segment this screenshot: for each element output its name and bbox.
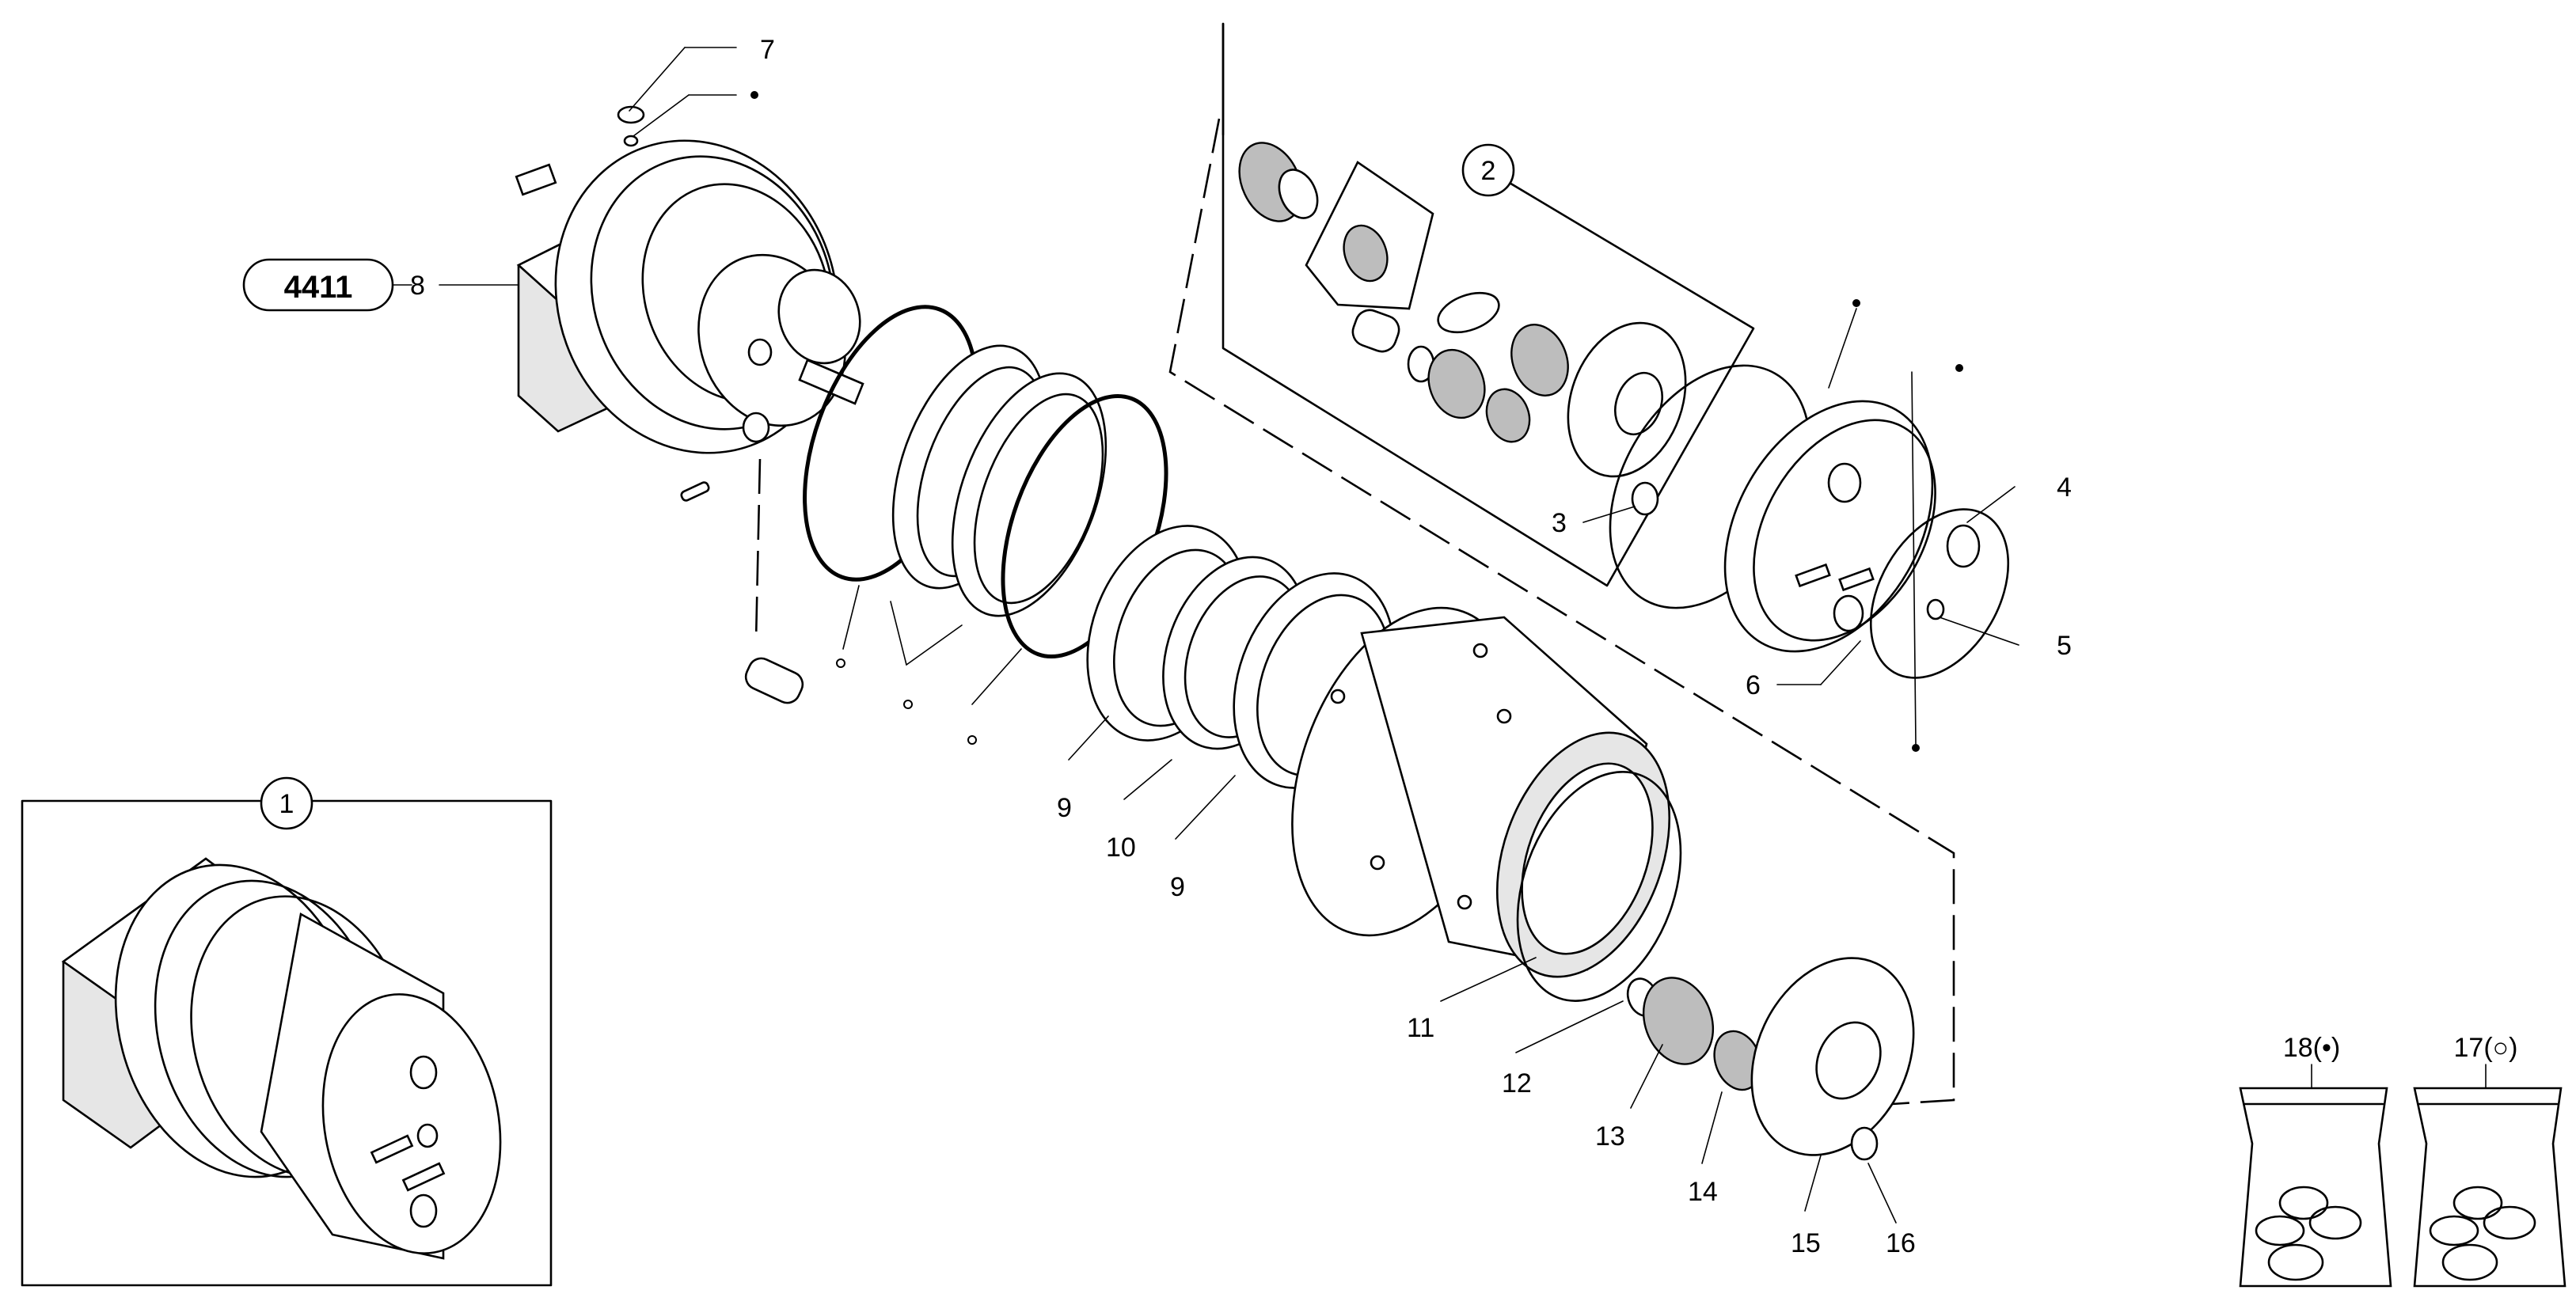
assembly-bubble-1-label: 1 (279, 789, 294, 819)
callout-16[interactable]: 16 (1886, 1228, 1916, 1258)
assembly-bubble-1[interactable] (260, 776, 313, 830)
callout-6[interactable]: 6 (1746, 670, 1761, 700)
hydraulic-motor-housing (515, 105, 864, 454)
pin-axis-line (754, 458, 762, 642)
callout-4[interactable]: 4 (2057, 472, 2072, 503)
group-outline-dashed (1168, 118, 1955, 1106)
reference-box[interactable] (242, 258, 394, 312)
callout-12[interactable]: 12 (1502, 1068, 1532, 1098)
roll-pin (680, 481, 710, 502)
dowel-pin (744, 657, 804, 704)
callout-7[interactable]: 7 (760, 35, 775, 65)
kit-bag-17 (2413, 1064, 2567, 1288)
o-ring-outer (1869, 508, 2010, 679)
end-cover (1609, 364, 2010, 679)
callout-8[interactable]: 8 (410, 271, 425, 301)
thrust-plate (1567, 321, 1687, 478)
planet-carrier-parts (1238, 142, 1687, 516)
callout-9a[interactable]: 9 (1057, 793, 1072, 823)
lower-gears (1626, 957, 1915, 1161)
callout-numbers: 7 8 3 4 5 6 9 10 9 11 12 13 14 15 16 (410, 35, 2072, 1258)
plug-seal (623, 135, 639, 147)
callout-10[interactable]: 10 (1106, 833, 1136, 863)
item-4-disc (1946, 524, 1981, 568)
circlip-large (1516, 771, 1682, 1002)
assembly-bubble-2-label: 2 (1481, 156, 1496, 186)
kit-markers (750, 91, 1963, 752)
reference-box-label: 4411 (284, 270, 353, 305)
subgroup-2-frame (1222, 22, 1755, 587)
item-3-ring (1631, 481, 1659, 516)
seal-rings (803, 305, 1168, 659)
name-plate (515, 163, 557, 196)
kit-17-label[interactable]: 17(○) (2454, 1033, 2518, 1063)
callout-5[interactable]: 5 (2057, 631, 2072, 661)
callout-14[interactable]: 14 (1688, 1177, 1718, 1207)
leader-lines (391, 47, 2019, 1224)
callout-3[interactable]: 3 (1552, 508, 1567, 538)
ring-gear-housing (1291, 606, 1671, 978)
assembled-drive-unit (61, 857, 502, 1260)
callout-11[interactable]: 11 (1407, 1013, 1434, 1043)
callout-15[interactable]: 15 (1791, 1228, 1821, 1258)
vent-plug (617, 105, 645, 124)
item-5-plug (1926, 598, 1945, 620)
seal-leader-vertical (1911, 371, 1917, 745)
assembly-bubble-2[interactable] (1461, 143, 1515, 197)
callout-9b[interactable]: 9 (1170, 872, 1185, 902)
kit-bag-18 (2239, 1064, 2392, 1288)
callout-13[interactable]: 13 (1595, 1121, 1625, 1152)
kit-18-label[interactable]: 18(•) (2283, 1033, 2340, 1063)
